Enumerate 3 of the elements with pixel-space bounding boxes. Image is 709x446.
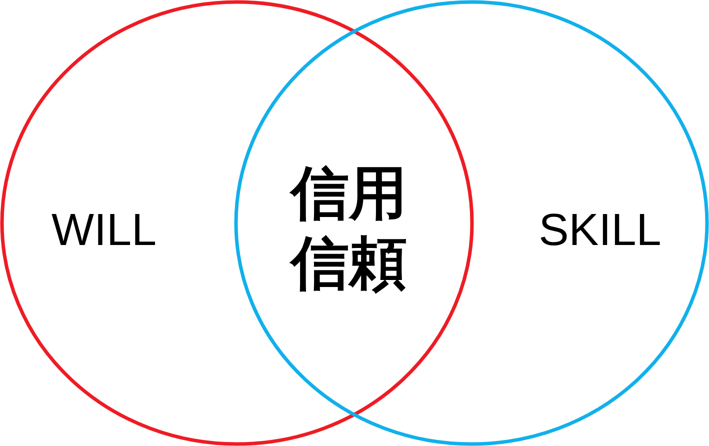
set-label: WILL: [51, 206, 157, 254]
set-label: SKILL: [538, 206, 662, 254]
overlap-label: 信用信頼: [290, 160, 408, 298]
